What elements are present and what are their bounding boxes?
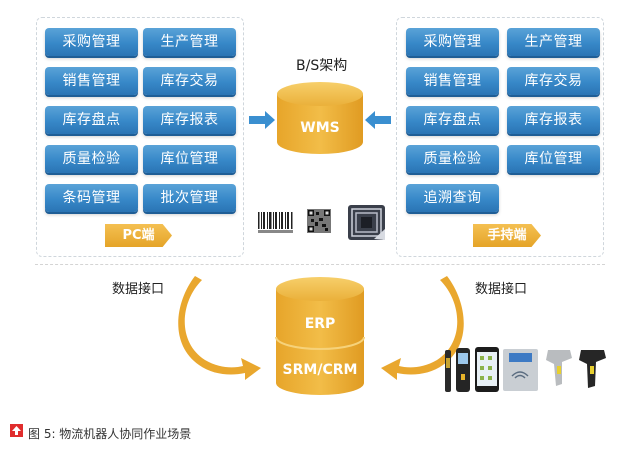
handheld-pda-keypad-icon	[456, 348, 470, 392]
handheld-module-2: 销售管理	[406, 67, 499, 95]
erp-database-icon	[275, 277, 365, 395]
left-interface-label: 数据接口	[112, 282, 165, 297]
curved-arrow-right-icon	[381, 276, 464, 380]
pc-module-2: 销售管理	[45, 67, 138, 95]
pc-module-5: 库存报表	[143, 106, 236, 134]
handheld-module-4: 库存盘点	[406, 106, 499, 134]
section-divider	[35, 264, 605, 265]
pc-module-0: 采购管理	[45, 28, 138, 56]
wms-database-icon	[249, 82, 391, 154]
handheld-module-8: 追溯查询	[406, 184, 499, 212]
srm-crm-label: SRM/CRM	[282, 362, 358, 378]
erp-label: ERP	[304, 316, 336, 332]
handheld-module-6: 质量检验	[406, 145, 499, 173]
caption-up-arrow-icon	[10, 424, 23, 437]
arrow-right-icon	[249, 111, 275, 129]
handheld-module-0: 采购管理	[406, 28, 499, 56]
pc-module-panel: 采购管理 生产管理 销售管理 库存交易 库存盘点 库存报表 质量检验 库位管理 …	[36, 17, 244, 257]
pc-module-8: 条码管理	[45, 184, 138, 212]
curved-arrow-left-icon	[178, 276, 261, 380]
pc-module-6: 质量检验	[45, 145, 138, 173]
barcode-icon	[258, 212, 293, 233]
architecture-label: B/S架构	[296, 58, 348, 74]
qr-code-icon	[307, 209, 331, 233]
pc-tag: PC端	[105, 224, 172, 247]
handheld-module-5: 库存报表	[507, 106, 600, 134]
handheld-pda-slim-icon	[445, 350, 451, 392]
barcode-scanner-gray-icon	[546, 350, 572, 386]
right-interface-label: 数据接口	[475, 282, 528, 297]
device-lineup	[445, 347, 606, 392]
handheld-module-panel: 采购管理 生产管理 销售管理 库存交易 库存盘点 库存报表 质量检验 库位管理 …	[396, 17, 604, 257]
pc-module-7: 库位管理	[143, 145, 236, 173]
handheld-module-7: 库位管理	[507, 145, 600, 173]
handheld-module-1: 生产管理	[507, 28, 600, 56]
pc-module-4: 库存盘点	[45, 106, 138, 134]
barcode-scanner-black-icon	[579, 350, 606, 388]
smartphone-icon	[475, 347, 499, 392]
handheld-module-3: 库存交易	[507, 67, 600, 95]
rfid-reader-icon	[503, 349, 538, 391]
pc-module-3: 库存交易	[143, 67, 236, 95]
arrow-left-icon	[365, 111, 391, 129]
handheld-tag: 手持端	[473, 224, 541, 247]
pc-module-1: 生产管理	[143, 28, 236, 56]
rfid-tag-icon	[348, 205, 385, 240]
pc-module-9: 批次管理	[143, 184, 236, 212]
wms-label: WMS	[300, 120, 340, 136]
figure-caption: 图 5: 物流机器人协同作业场景	[28, 427, 192, 441]
